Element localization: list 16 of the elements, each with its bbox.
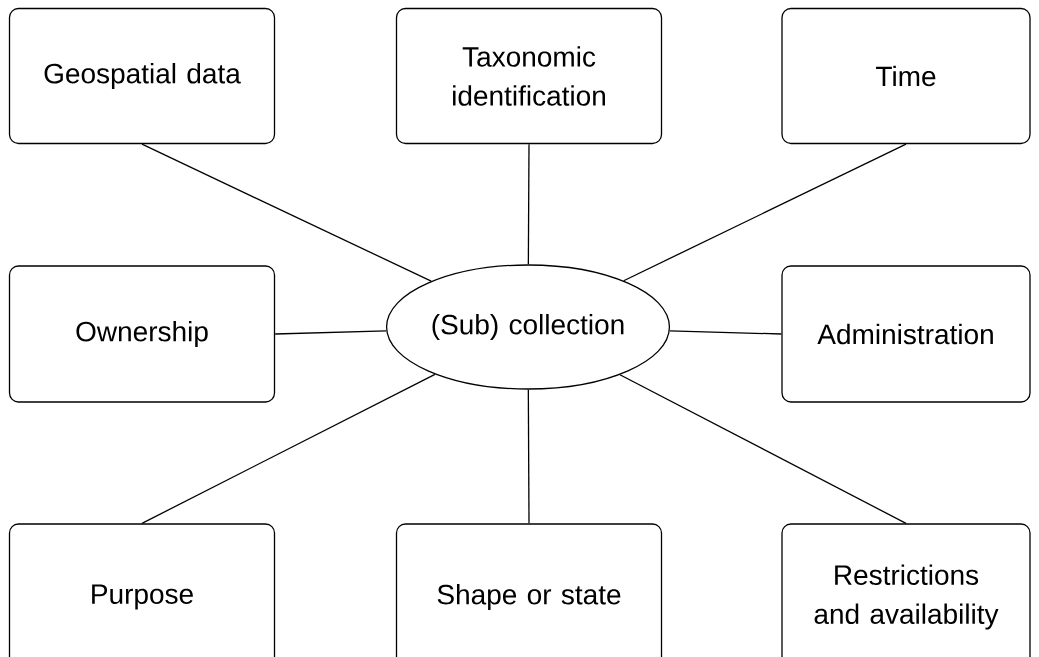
connector	[669, 330, 782, 335]
box: Time	[781, 7, 1031, 145]
connector	[527, 389, 530, 524]
connector	[623, 143, 907, 282]
connector	[527, 143, 530, 265]
box: Shape or state	[395, 523, 663, 657]
connector	[141, 373, 436, 524]
connector	[619, 374, 907, 524]
box: Administration	[781, 265, 1031, 403]
box: Ownership	[8, 265, 276, 403]
box: Taxonomic identification	[395, 7, 663, 145]
box: Restrictions and availability	[781, 523, 1031, 657]
connector	[274, 330, 387, 335]
box: Purpose	[8, 523, 276, 657]
connector	[141, 143, 432, 282]
box: Geospatial data	[8, 7, 276, 145]
